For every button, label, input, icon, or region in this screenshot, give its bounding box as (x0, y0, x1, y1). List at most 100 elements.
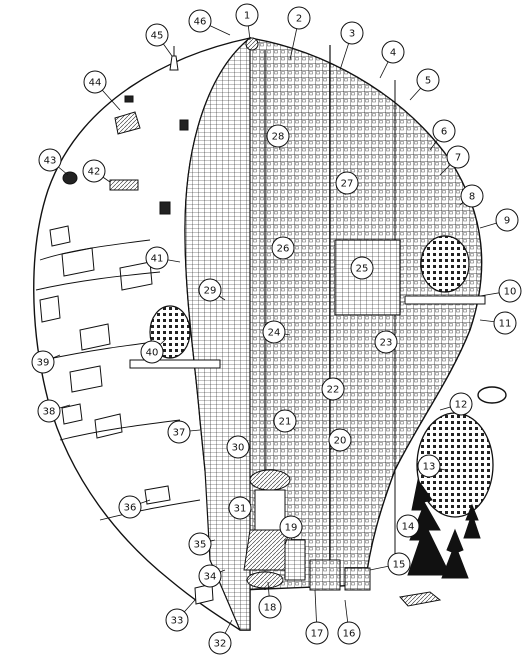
callout-number: 6 (441, 127, 447, 138)
callout-circle (446, 145, 470, 169)
callout-circle (498, 279, 522, 303)
callout-21: 21 (273, 409, 297, 433)
callout-number: 18 (264, 603, 277, 614)
callout-number: 37 (173, 428, 186, 439)
callout-number: 44 (89, 78, 102, 89)
callout-number: 25 (356, 264, 369, 275)
callout-number: 12 (455, 400, 468, 411)
callout-number: 1 (244, 11, 250, 22)
callout-circle (188, 9, 212, 33)
callout-circle (262, 320, 286, 344)
callout-circle (350, 256, 374, 280)
callout-number: 16 (343, 629, 356, 640)
callout-circle (335, 171, 359, 195)
callout-circle (198, 564, 222, 588)
callout-18: 18 (258, 581, 282, 619)
callout-circle (417, 454, 441, 478)
callout-number: 38 (43, 407, 56, 418)
callout-number: 8 (469, 192, 475, 203)
callout-circle (118, 495, 142, 519)
callout-number: 7 (455, 153, 461, 164)
callout-circle (381, 40, 405, 64)
callout-number: 20 (334, 436, 347, 447)
callout-circle (387, 552, 411, 576)
callout-circle (495, 208, 519, 232)
callout-number: 11 (499, 319, 512, 330)
callout-41: 41 (145, 246, 181, 270)
callout-circle (460, 184, 484, 208)
callout-number: 9 (504, 216, 510, 227)
hull-windows (39, 95, 214, 605)
callout-circle (228, 496, 252, 520)
callout-number: 10 (504, 287, 517, 298)
base-machinery (243, 469, 442, 607)
callout-38: 38 (37, 399, 71, 423)
callout-16: 16 (337, 599, 361, 645)
callout-14: 14 (396, 514, 421, 538)
trees (407, 478, 481, 579)
callout-45: 45 (145, 23, 173, 57)
callout-number: 28 (272, 132, 285, 143)
callout-circle (449, 392, 473, 416)
callout-circle (82, 159, 106, 183)
callout-circle (145, 246, 169, 270)
callout-8: 8 (459, 184, 484, 208)
callout-circle (279, 515, 303, 539)
callout-23: 23 (374, 330, 398, 354)
callout-32: 32 (208, 619, 233, 655)
callout-circle (165, 608, 189, 632)
callout-number: 14 (402, 522, 415, 533)
callout-2: 2 (287, 6, 311, 61)
callout-12: 12 (439, 392, 473, 416)
callout-10: 10 (479, 279, 522, 303)
callout-circle (287, 6, 311, 30)
callout-circle (337, 621, 361, 645)
callout-circle (321, 377, 345, 401)
callout-20: 20 (328, 428, 352, 452)
callout-42: 42 (82, 159, 111, 183)
callout-number: 29 (204, 286, 217, 297)
callout-circle (198, 278, 222, 302)
callout-4: 4 (379, 40, 405, 79)
callout-circle (340, 21, 364, 45)
callout-circle (266, 124, 290, 148)
callout-number: 33 (171, 616, 184, 627)
callout-30: 30 (226, 435, 250, 459)
callout-number: 34 (204, 572, 217, 583)
callout-34: 34 (198, 564, 226, 588)
callout-number: 36 (124, 503, 137, 514)
callout-27: 27 (335, 171, 359, 196)
callout-number: 32 (214, 639, 227, 650)
callout-circle (271, 236, 295, 260)
callout-3: 3 (339, 21, 364, 71)
callout-25: 25 (350, 256, 374, 280)
callout-number: 42 (88, 167, 101, 178)
callout-43: 43 (38, 148, 69, 176)
callout-circle (167, 420, 191, 444)
callout-9: 9 (479, 208, 519, 232)
callout-15: 15 (369, 552, 411, 576)
callout-17: 17 (305, 589, 329, 645)
callout-number: 39 (37, 358, 50, 369)
callout-37: 37 (167, 420, 201, 444)
callout-33: 33 (165, 599, 196, 632)
callout-number: 4 (390, 48, 396, 59)
callout-number: 17 (311, 629, 324, 640)
callout-6: 6 (429, 119, 456, 151)
top-spire (169, 37, 259, 71)
callout-number: 35 (194, 540, 207, 551)
callout-1: 1 (235, 3, 259, 41)
callout-number: 30 (232, 443, 245, 454)
callout-circle (432, 119, 456, 143)
callout-circle (416, 68, 440, 92)
callout-circle (493, 311, 517, 335)
callout-number: 24 (268, 328, 281, 339)
callout-number: 45 (151, 31, 164, 42)
callout-number: 2 (296, 14, 302, 25)
callout-number: 15 (393, 560, 406, 571)
callout-number: 26 (277, 244, 290, 255)
callout-29: 29 (198, 278, 226, 302)
callout-circle (305, 621, 329, 645)
callout-39: 39 (31, 350, 61, 374)
